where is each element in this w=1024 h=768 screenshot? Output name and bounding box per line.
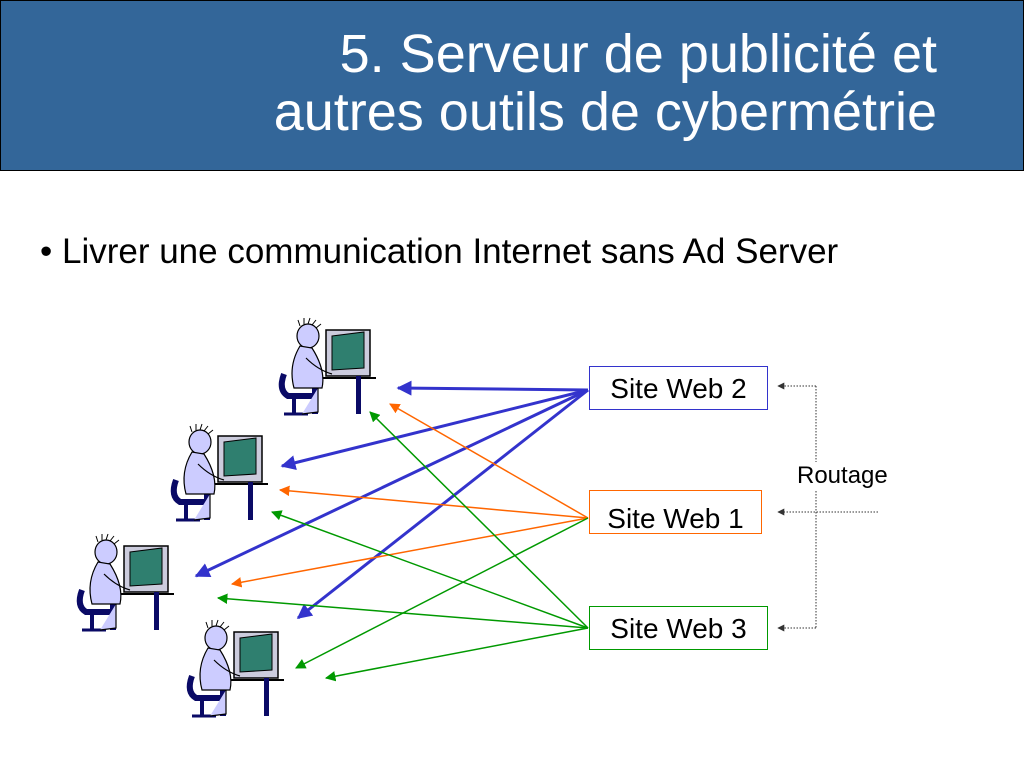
slide-title-line-2: autres outils de cybermétrie: [273, 82, 937, 142]
arrow-site2-user1: [396, 380, 589, 396]
arrow-site3-user4: [324, 627, 589, 682]
arrow-site3-user2: [271, 510, 589, 629]
title-bar: 5. Serveur de publicité et autres outils…: [0, 0, 1024, 171]
site-web-3-box: Site Web 3: [589, 606, 768, 650]
slide-title-line-1: 5. Serveur de publicité et: [339, 24, 937, 84]
arrow-site1-user2: [278, 485, 589, 519]
arrow-site2-user2: [280, 388, 589, 471]
arrow-site1-user1: [389, 403, 589, 519]
computer-user-icon: [80, 534, 174, 630]
arrow-site2-user3: [194, 388, 589, 578]
arrow-site2-user4: [296, 388, 589, 620]
computer-user-icon: [174, 424, 268, 520]
bullet-point: • Livrer une communication Internet sans…: [40, 232, 839, 271]
arrow-site1-user4: [295, 517, 589, 669]
computer-user-icon: [190, 620, 284, 716]
site-web-1-box: Site Web 1: [589, 490, 762, 534]
computer-user-icon: [282, 318, 376, 414]
routage-label: Routage: [797, 462, 888, 490]
site-web-2-box: Site Web 2: [589, 366, 768, 410]
arrow-site1-user3: [230, 517, 589, 588]
arrow-site3-user1: [369, 411, 589, 629]
slide-title: 5. Serveur de publicité et autres outils…: [37, 25, 937, 141]
